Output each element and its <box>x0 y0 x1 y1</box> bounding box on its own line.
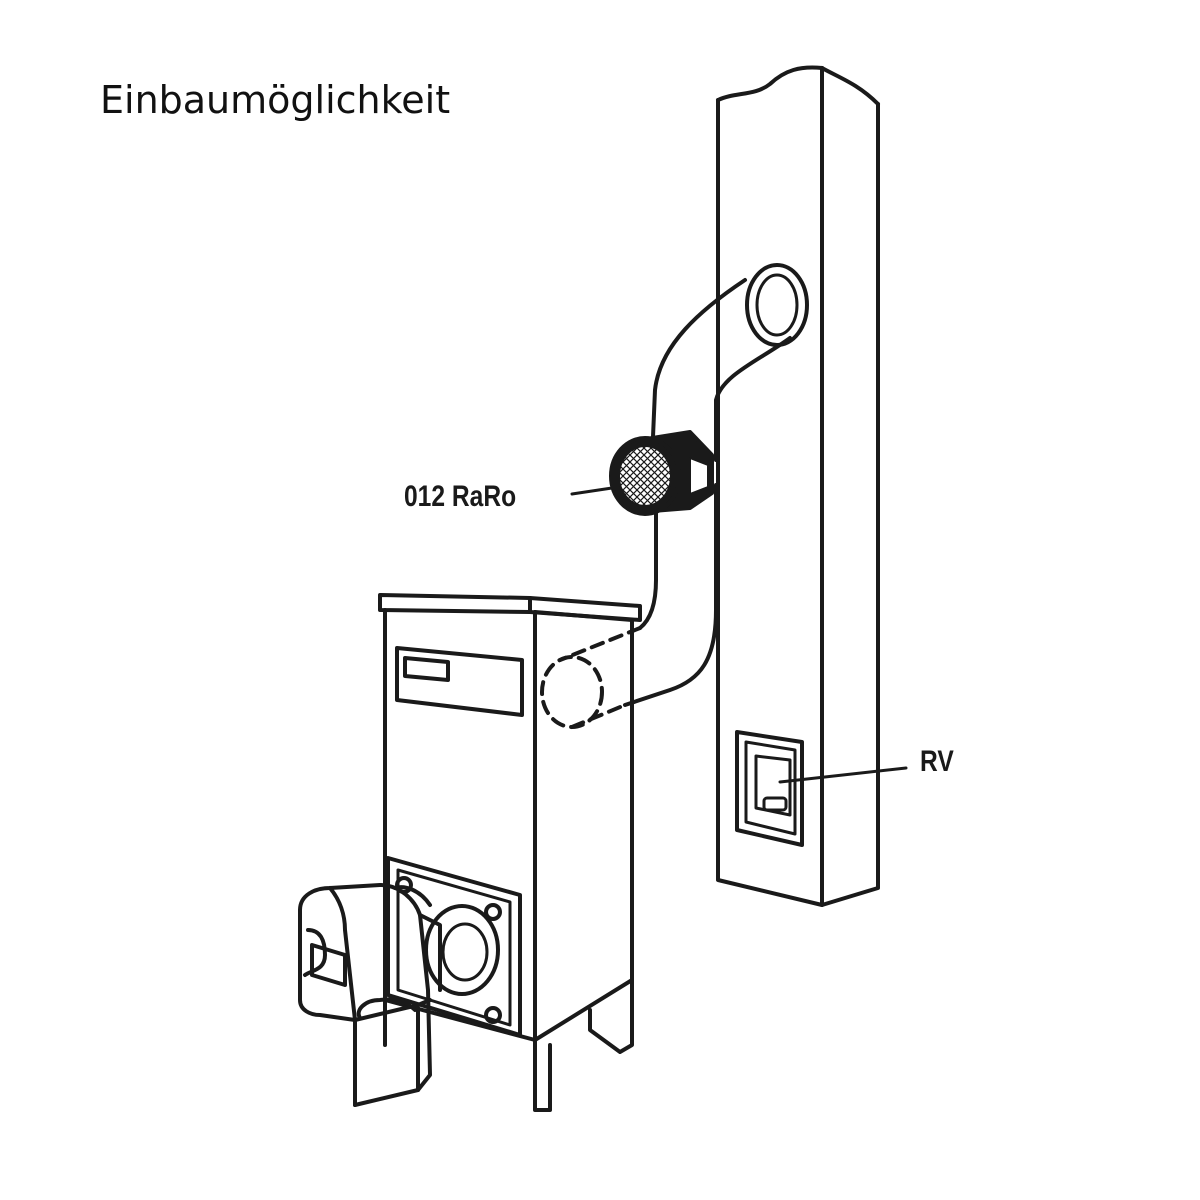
damper-label: 012 RaRo <box>404 480 517 513</box>
rv-leader-line <box>778 766 908 784</box>
chimney-inlet <box>745 263 809 347</box>
burner-flange <box>386 856 522 1037</box>
draught-limiter <box>609 430 714 516</box>
cleanout-door <box>735 730 804 847</box>
boiler <box>378 593 642 1112</box>
diagram-title: Einbaumöglichkeit <box>100 78 451 122</box>
burner <box>298 883 442 1107</box>
damper-leader-line <box>570 486 614 496</box>
rv-label: RV <box>920 745 954 778</box>
flue-pipe <box>540 278 792 729</box>
